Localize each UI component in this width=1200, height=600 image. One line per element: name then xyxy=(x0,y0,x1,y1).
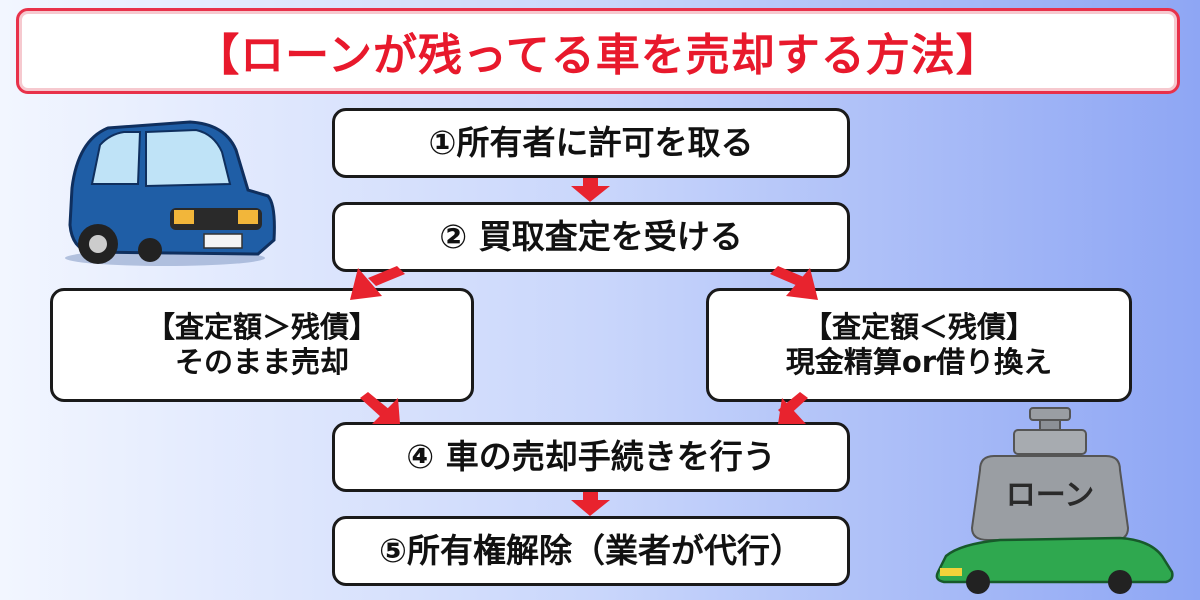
step-5-box: ⑤所有権解除（業者が代行） xyxy=(332,516,850,586)
arrow-down-right-icon xyxy=(770,266,818,300)
title-banner: 【ローンが残ってる車を売却する方法】 xyxy=(16,8,1180,94)
weight-label: ローン xyxy=(1006,478,1095,513)
step-3-right-line2: 現金精算or借り換え xyxy=(785,345,1053,379)
arrow-down-right-icon xyxy=(360,392,400,424)
arrow-down-left-icon xyxy=(778,392,808,424)
green-car-icon xyxy=(935,536,1174,594)
step-2-box: ② 買取査定を受ける xyxy=(332,202,850,272)
page-title: 【ローンが残ってる車を売却する方法】 xyxy=(195,30,1001,81)
step-2-label: ② 買取査定を受ける xyxy=(439,216,743,256)
loan-weight-icon: ローン xyxy=(970,407,1130,541)
step-4-box: ④ 車の売却手続きを行う xyxy=(332,422,850,492)
arrow-down-icon xyxy=(571,178,610,202)
step-1-box: ①所有者に許可を取る xyxy=(332,108,850,178)
step-3-left-box: 【査定額＞残債】 そのまま売却 xyxy=(50,288,474,402)
arrow-down-left-icon xyxy=(350,266,405,300)
step-3-left-line1: 【査定額＞残債】 xyxy=(145,309,378,344)
step-3-right-box: 【査定額＜残債】 現金精算or借り換え xyxy=(706,288,1132,402)
arrow-down-icon xyxy=(571,492,610,516)
step-1-label: ①所有者に許可を取る xyxy=(428,122,754,162)
step-4-label: ④ 車の売却手続きを行う xyxy=(406,436,776,476)
step-3-left-line2: そのまま売却 xyxy=(174,345,349,379)
step-3-right-line1: 【査定額＜残債】 xyxy=(802,309,1035,344)
blue-car-icon xyxy=(65,120,276,266)
step-5-label: ⑤所有権解除（業者が代行） xyxy=(379,530,803,570)
